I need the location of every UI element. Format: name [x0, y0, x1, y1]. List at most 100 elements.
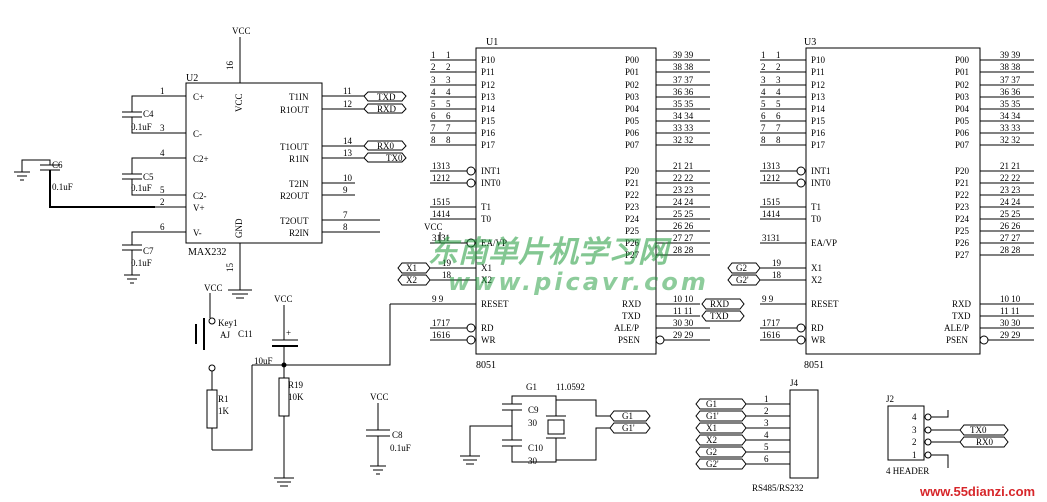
- pin-num: 19: [772, 258, 782, 268]
- pin-num: 8: [431, 135, 436, 145]
- pin-name: P17: [811, 140, 826, 150]
- pin-num: 3: [776, 75, 781, 85]
- j4-caption: RS485/RS232: [752, 483, 804, 493]
- u2-pin-num: 12: [343, 99, 352, 109]
- crystal-freq: 11.0592: [556, 382, 585, 392]
- pin-num: 1515: [432, 197, 451, 207]
- u3-part: 8051: [804, 360, 824, 371]
- pin-num: 4: [776, 87, 781, 97]
- pin-num: 24 24: [1000, 197, 1021, 207]
- pin-name: P21: [625, 178, 639, 188]
- pin-num: 11 11: [1000, 306, 1020, 316]
- u3-serial-pins: RXD 10 10 TXD 11 11 ALE/P 30 30 PSEN 29 …: [944, 294, 1034, 345]
- pin-num: 38 38: [1000, 62, 1021, 72]
- pin-num: 23 23: [1000, 185, 1021, 195]
- pin-name: TXD: [952, 311, 971, 321]
- pin-name: P11: [811, 67, 825, 77]
- c8-ref: C8: [392, 430, 403, 440]
- pin-name: INT1: [811, 166, 831, 176]
- pin-name: WR: [811, 335, 826, 345]
- pin-num: 19: [442, 258, 452, 268]
- u2-pin-num: 2: [160, 197, 165, 207]
- net-label: X2: [406, 275, 417, 285]
- pin-name: P22: [625, 190, 639, 200]
- pin-name: P07: [625, 140, 640, 150]
- pin-num: 1717: [432, 318, 451, 328]
- pin-name: T0: [811, 214, 821, 224]
- u2-pin-num: 14: [343, 136, 353, 146]
- pin-name: P06: [625, 128, 640, 138]
- pin-num: 10 10: [673, 294, 694, 304]
- u2-net-flags: TXD RXD RX0 TX0: [355, 91, 407, 163]
- pin-num: 1717: [762, 318, 781, 328]
- net-label: RX0: [976, 437, 994, 447]
- pin-num: 18: [772, 270, 782, 280]
- pin-num: 26 26: [1000, 221, 1021, 231]
- pin-name: T0: [481, 214, 491, 224]
- pin-num: 28 28: [1000, 245, 1021, 255]
- pin-num: 24 24: [673, 197, 694, 207]
- pin-name: P25: [955, 226, 970, 236]
- pin-name: P15: [811, 116, 826, 126]
- pin-num: 5: [446, 99, 451, 109]
- crystal-ref: G1: [526, 382, 537, 392]
- u2-ref: U2: [186, 73, 198, 84]
- pin-num: 28 28: [673, 245, 694, 255]
- u2-pin-num: 13: [343, 148, 353, 158]
- u2-pin-num: 8: [343, 222, 348, 232]
- u2-pin-num: 11: [343, 86, 352, 96]
- u1-part: 8051: [476, 360, 496, 371]
- net-label: RXD: [377, 104, 397, 114]
- u2-part: MAX232: [188, 247, 226, 258]
- pin-name: RD: [811, 323, 824, 333]
- pin-num: 1: [446, 50, 451, 60]
- pin-num: 1212: [762, 173, 780, 183]
- c9-ref: C9: [528, 405, 539, 415]
- pin-name: RESET: [481, 299, 509, 309]
- vcc-label: VCC: [370, 392, 389, 402]
- u2-pin-num: 1: [160, 86, 165, 96]
- net-label: X2: [706, 435, 717, 445]
- pin-name: P00: [625, 55, 640, 65]
- pin-num: 2: [761, 62, 766, 72]
- pin-name: RXD: [622, 299, 642, 309]
- pin-name: RXD: [952, 299, 972, 309]
- u2-pin-name: C+: [193, 92, 204, 102]
- cap-ref: C7: [143, 246, 154, 256]
- pin-num: 25 25: [1000, 209, 1021, 219]
- j4-pins: G1 1 G1' 2 X1 3 X2 4 G2 5 G2' 6: [695, 394, 790, 470]
- pin-name: P20: [955, 166, 970, 176]
- net-label: RX0: [377, 141, 395, 151]
- pin-name: T1: [481, 202, 491, 212]
- pin-num: 1: [912, 450, 917, 460]
- pin-num: 8: [776, 135, 781, 145]
- cap-value: 0.1uF: [52, 182, 73, 192]
- pin-num: 1414: [432, 209, 451, 219]
- pin-num: 6: [431, 111, 436, 121]
- pin-num: 7: [431, 123, 436, 133]
- pin-num: 3: [912, 425, 917, 435]
- c8-decoupling: VCC C8 0.1uF: [366, 392, 411, 475]
- cap-ref: C6: [52, 160, 63, 170]
- pin-num: 5: [764, 442, 769, 452]
- pin-num: 10 10: [1000, 294, 1021, 304]
- pin-num: 23 23: [673, 185, 694, 195]
- pin-name: P14: [481, 104, 496, 114]
- pin-num: 18: [442, 270, 452, 280]
- pin-name: WR: [481, 335, 496, 345]
- pin-num: 26 26: [673, 221, 694, 231]
- u2-pin-name: R1IN: [289, 154, 310, 164]
- j2-ref: J2: [886, 394, 894, 404]
- cap-ref: C5: [143, 172, 154, 182]
- pin-name: P06: [955, 128, 970, 138]
- pin-name: PSEN: [618, 335, 641, 345]
- net-label: RXD: [710, 299, 730, 309]
- pin-num: 1616: [762, 330, 781, 340]
- pin-name: P04: [955, 104, 970, 114]
- ea-vcc-label: VCC: [424, 222, 443, 232]
- pin-name: INT0: [811, 178, 831, 188]
- key-value: AJ: [220, 330, 230, 340]
- pin-num: 34 34: [1000, 111, 1021, 121]
- net-label: G1: [706, 399, 717, 409]
- c9-value: 30: [528, 418, 538, 428]
